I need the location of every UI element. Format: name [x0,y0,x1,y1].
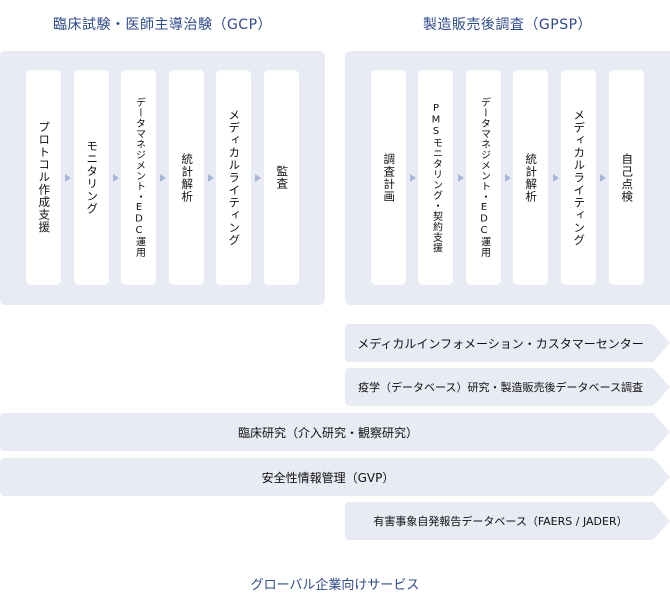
gpsp-step-card: メディカルライティング [561,70,596,285]
step-label: PMSモニタリング・契約支援 [430,102,442,253]
step-label: メディカルライティング [572,108,587,247]
step-label: 統計解析 [180,152,195,203]
band-adverse-event-database: 有害事象自発報告データベース（FAERS / JADER） [345,502,670,540]
gcp-step-card: プロトコル作成支援 [26,70,61,285]
band-label: 疫学（データベース）研究・製造販売後データベース調査 [358,381,643,394]
gpsp-title: 製造販売後調査（GPSP） [422,17,593,33]
gcp-title: 臨床試験・医師主導治験（GCP） [52,17,273,33]
arrow-right-icon [458,174,464,182]
arrow-right-icon [113,174,119,182]
band-label: メディカルインフォメーション・カスタマーセンター [357,336,644,351]
band-gvp: 安全性情報管理（GVP） [0,458,670,496]
step-label: メディカルライティング [227,108,242,247]
arrow-right-icon [65,174,71,182]
step-label: 統計解析 [524,152,539,203]
step-label: モニタリング [85,140,100,215]
global-services-label: グローバル企業向けサービス [250,578,420,593]
step-label: データマネジメント・EDC運用 [133,97,145,258]
gpsp-step-card: 自己点検 [609,70,644,285]
band-clinical-research: 臨床研究（介入研究・観察研究） [0,413,670,451]
band-epidemiology: 疫学（データベース）研究・製造販売後データベース調査 [345,368,670,406]
band-medical-information: メディカルインフォメーション・カスタマーセンター [345,324,670,362]
gpsp-step-card: 統計解析 [513,70,548,285]
arrow-right-icon [255,174,261,182]
gcp-step-card: 監査 [264,70,299,285]
step-label: 調査計画 [382,152,397,203]
arrow-right-icon [505,174,511,182]
gpsp-step-card: データマネジメント・EDC運用 [466,70,501,285]
step-label: 自己点検 [620,152,635,203]
gpsp-step-card: 調査計画 [371,70,406,285]
gcp-step-card: モニタリング [74,70,109,285]
band-label: 有害事象自発報告データベース（FAERS / JADER） [373,515,628,528]
arrow-right-icon [600,174,606,182]
step-label: 監査 [275,165,290,190]
gcp-step-card: 統計解析 [169,70,204,285]
arrow-right-icon [208,174,214,182]
gcp-step-card: メディカルライティング [216,70,251,285]
step-label: データマネジメント・EDC運用 [478,97,490,258]
gcp-step-card: データマネジメント・EDC運用 [121,70,156,285]
step-label: プロトコル作成支援 [37,121,52,234]
band-label: 臨床研究（介入研究・観察研究） [237,425,418,440]
arrow-right-icon [553,174,559,182]
arrow-right-icon [160,174,166,182]
gpsp-step-card: PMSモニタリング・契約支援 [418,70,453,285]
band-label: 安全性情報管理（GVP） [261,470,395,485]
arrow-right-icon [410,174,416,182]
